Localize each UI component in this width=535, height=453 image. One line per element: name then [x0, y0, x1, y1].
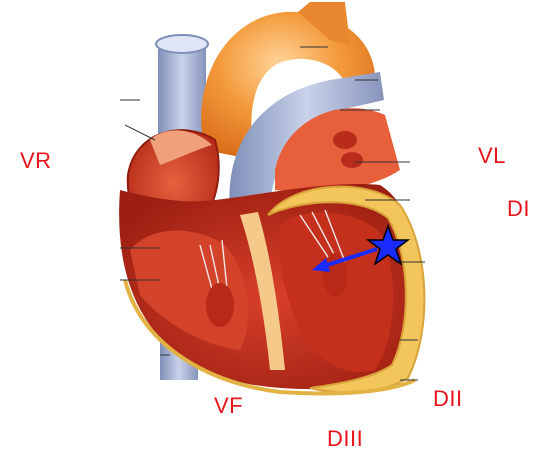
- lead-label-di: DI: [507, 196, 530, 222]
- lead-label-vf: VF: [214, 393, 243, 419]
- lead-label-vr: VR: [20, 148, 52, 174]
- lead-label-vl: VL: [478, 143, 506, 169]
- lead-label-dii: DII: [433, 386, 463, 412]
- lead-label-diii: DIII: [327, 426, 363, 452]
